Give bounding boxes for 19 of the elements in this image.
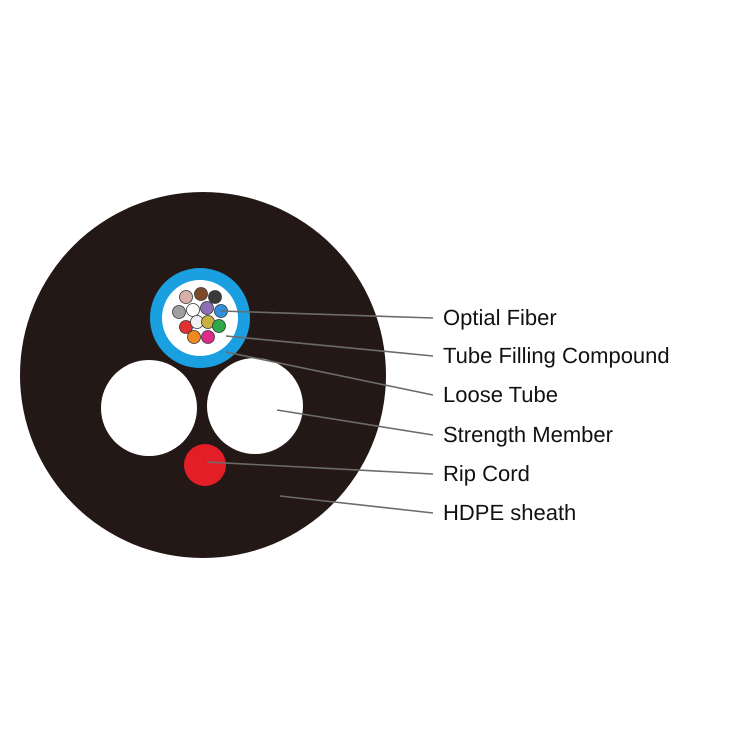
part-label: Optial Fiber: [443, 305, 557, 331]
part-label: Strength Member: [443, 422, 613, 448]
leader-line: [280, 495, 434, 514]
part-label: Loose Tube: [443, 382, 558, 408]
leader-line: [206, 461, 434, 475]
loose-tube: [150, 268, 250, 368]
optical-fiber: [214, 304, 228, 318]
part-label: HDPE sheath: [443, 500, 576, 526]
strength-member: [101, 360, 197, 456]
leader-line: [226, 335, 434, 357]
filling-compound: [162, 280, 238, 356]
leader-line: [226, 351, 434, 396]
part-label: Tube Filling Compound: [443, 343, 670, 369]
leader-line: [220, 310, 434, 319]
strength-member: [207, 358, 303, 454]
leader-line: [276, 409, 434, 436]
cable-sheath: [20, 192, 386, 558]
rip-cord: [184, 444, 226, 486]
part-label: Rip Cord: [443, 461, 530, 487]
